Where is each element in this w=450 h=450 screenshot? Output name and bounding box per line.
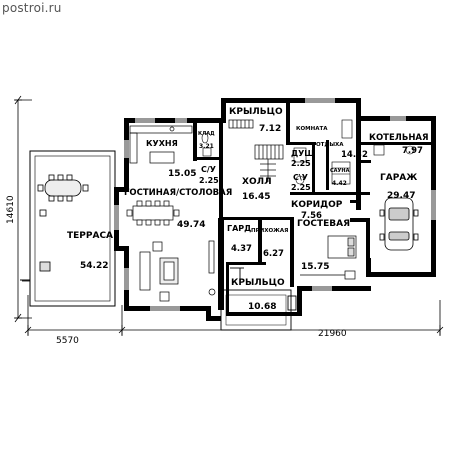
bath-fixtures	[201, 119, 415, 185]
guest-bed	[300, 235, 357, 280]
area-wc1: 2.25	[199, 176, 219, 185]
label-entry: ПРИХОЖАЯ	[251, 228, 288, 234]
label-sauna: САУНА	[330, 168, 350, 174]
label-living: ГОСТИНАЯ/СТОЛОВАЯ	[124, 188, 232, 198]
kitchen-counter	[129, 125, 193, 164]
area-porch-top: 7.12	[259, 124, 281, 134]
area-garage: 29.47	[387, 191, 415, 201]
label-hall: ХОЛЛ	[242, 177, 272, 187]
porch-bottom	[220, 267, 297, 331]
dim-terrace-width: 5570	[56, 336, 79, 346]
terrace-dining-set	[22, 174, 89, 282]
area-terrace: 54.22	[80, 261, 108, 271]
label-terrace: ТЕРРАСА	[67, 231, 113, 241]
dim-total-depth: 14610	[6, 195, 16, 224]
label-room-rest-2: ОТДЫХА	[316, 142, 344, 148]
area-shower: 2.25	[291, 159, 311, 168]
label-kitchen: КУХНЯ	[146, 139, 178, 148]
terrace-outline	[20, 150, 116, 307]
dim-total-width: 21960	[318, 329, 347, 339]
dimension-lines	[14, 95, 444, 336]
label-shower: ДУШ	[291, 149, 314, 158]
dimension-labels: 14610 5570 21960	[6, 195, 347, 346]
area-wardrobe: 4.37	[231, 244, 252, 254]
windows	[114, 98, 436, 311]
area-wc2: 2.25	[291, 183, 311, 192]
label-corridor: КОРИДОР	[291, 200, 343, 210]
label-room-rest: КОМНАТА	[296, 126, 328, 132]
label-wardrobe: ГАРД	[227, 224, 251, 233]
area-entry: 6.27	[263, 249, 284, 259]
area-guest: 15.75	[301, 262, 329, 272]
label-porch-top: КРЫЛЬЦО	[229, 107, 283, 117]
label-porch-bottom: КРЫЛЬЦО	[231, 278, 285, 288]
area-sauna: 4.42	[332, 180, 347, 187]
label-guest: ГОСТЕВАЯ	[297, 219, 350, 229]
area-porch-bottom: 10.68	[248, 302, 276, 312]
label-pantry: КЛАД	[198, 131, 215, 137]
label-wc2: С\У	[293, 173, 308, 182]
area-pantry: 3.21	[199, 143, 214, 150]
garage-car	[379, 197, 419, 251]
watermark: postroi.ru	[2, 1, 62, 15]
area-kitchen: 15.05	[168, 169, 196, 179]
area-corridor: 7.56	[301, 211, 322, 221]
area-hall: 16.45	[242, 192, 270, 202]
porch-top-radiator	[228, 119, 254, 129]
staircase	[254, 144, 284, 182]
sofa-set	[139, 240, 216, 302]
room-labels: ТЕРРАСА 54.22 КУХНЯ 15.05 КЛАД 3.21 ГОСТ…	[67, 107, 429, 312]
label-boiler: КОТЕЛЬНАЯ	[369, 133, 429, 143]
dining-table	[126, 200, 180, 226]
label-wc1: С/У	[201, 165, 216, 174]
area-boiler: 7.97	[402, 146, 423, 156]
area-room-rest: 14.32	[341, 150, 368, 160]
interior-walls	[193, 103, 431, 312]
area-living: 49.74	[177, 220, 205, 230]
label-garage: ГАРАЖ	[380, 173, 417, 183]
